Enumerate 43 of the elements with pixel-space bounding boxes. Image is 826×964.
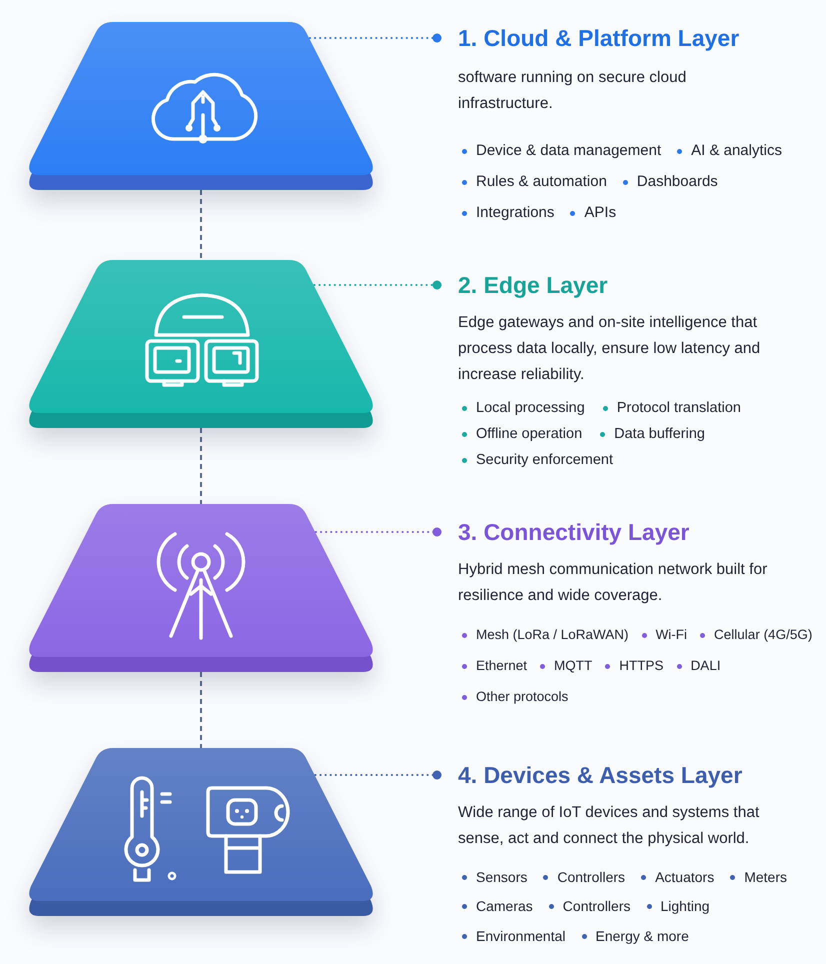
- list-item: Offline operation: [462, 424, 582, 444]
- layer-heading: 3. Connectivity Layer: [458, 518, 690, 546]
- layer-heading: 2. Edge Layer: [458, 271, 608, 299]
- list-item: Ethernet: [462, 656, 528, 676]
- list-item: Mesh (LoRa / LoRaWAN): [462, 624, 629, 644]
- list-item: Controllers: [543, 866, 626, 887]
- list-item: Lighting: [646, 896, 710, 916]
- list-item: Controllers: [548, 896, 630, 916]
- layer-description: Wide range of IoT devices and systems that sense, act and connect the physical world.: [458, 803, 760, 849]
- list-item: Security enforcement: [462, 450, 614, 470]
- list-item: Dashboards: [622, 172, 718, 192]
- list-item: Rules & automation: [462, 172, 607, 192]
- layer-description: software running on secure cloud infrastructure.: [458, 68, 688, 114]
- dotted-leader-line: [314, 770, 442, 780]
- list-item: Other protocols: [462, 686, 568, 706]
- list-item: Data buffering: [600, 424, 705, 444]
- layer-description: Edge gateways and on-site intelligence that process data locally, ensure low latency and increase reliability.: [458, 313, 762, 385]
- list-item: MQTT: [540, 656, 592, 676]
- list-item: DALI: [676, 656, 721, 676]
- list-item: Cellular (4G/5G): [700, 624, 812, 644]
- layer-description: Hybrid mesh communication network built for resilience and wide coverage.: [458, 560, 768, 606]
- list-item: Environmental: [462, 926, 566, 946]
- dotted-leader-line: [314, 528, 442, 536]
- list-item: Meters: [730, 866, 787, 887]
- list-item: Actuators: [641, 866, 714, 887]
- dotted-leader-line: [313, 280, 442, 290]
- dashed-connector: [200, 190, 202, 260]
- dotted-leader-line: [308, 34, 442, 42]
- list-item: HTTPS: [605, 656, 664, 676]
- list-item: Energy & more: [582, 926, 689, 946]
- list-item: APIs: [570, 202, 616, 222]
- layer-heading: 4. Devices & Assets Layer: [458, 761, 742, 789]
- list-item: Cameras: [462, 896, 533, 916]
- list-item: AI & analytics: [677, 140, 782, 160]
- list-item: Sensors: [462, 866, 528, 887]
- layer-heading: 1. Cloud & Platform Layer: [458, 24, 740, 52]
- list-item: Device & data management: [462, 140, 662, 160]
- list-item: Protocol translation: [602, 398, 741, 418]
- list-item: Integrations: [462, 202, 554, 222]
- dashed-connector: [200, 428, 202, 504]
- list-item: Wi-Fi: [642, 624, 688, 644]
- list-item: Local processing: [462, 398, 585, 418]
- dashed-connector: [200, 672, 202, 748]
